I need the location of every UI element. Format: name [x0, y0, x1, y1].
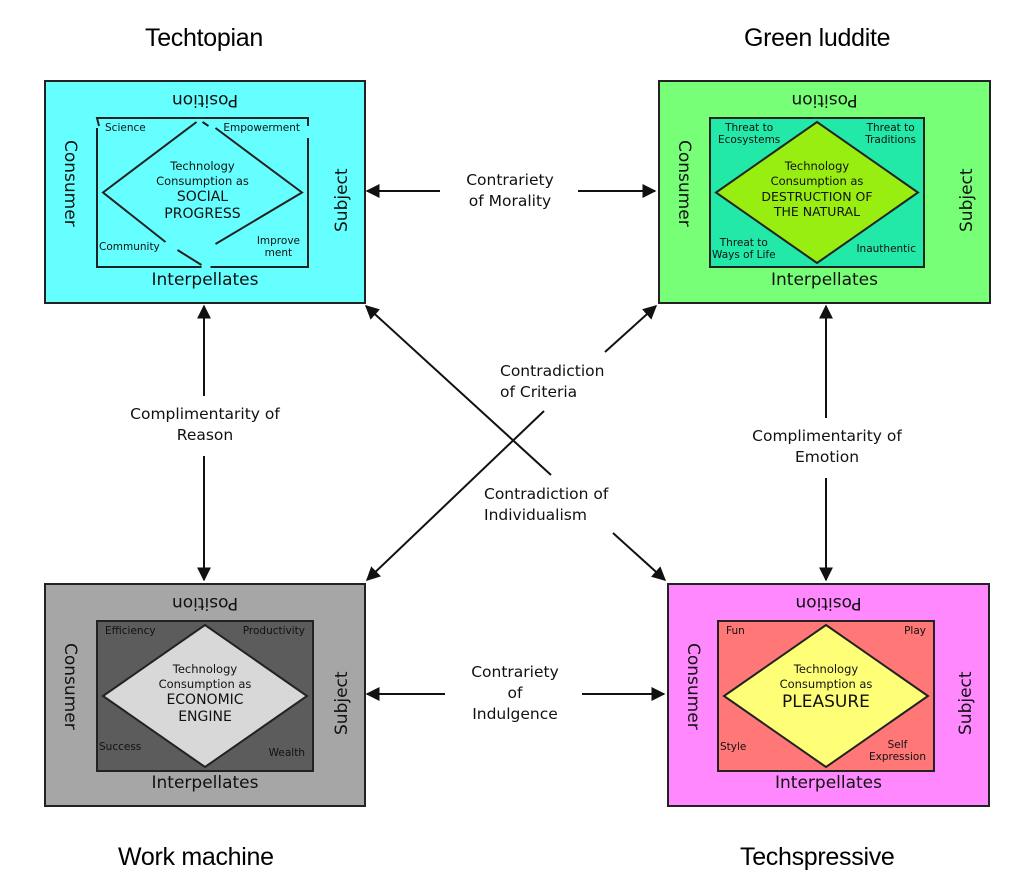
center-line3: PLEASURE [782, 692, 870, 712]
inner-frame [717, 620, 935, 772]
corner-label-br: Wealth [268, 747, 305, 759]
corner-label-tr: Empowerment [223, 122, 300, 134]
corner-label-tl: Fun [726, 625, 745, 637]
label-interpellates: Interpellates [771, 270, 878, 290]
corner-label-tl: Threat to Ecosystems [718, 122, 781, 146]
center-line4: THE NATURAL [773, 203, 861, 219]
title-work-machine: Work machine [118, 843, 274, 871]
center-line1: Technology [784, 158, 850, 173]
corner-label-tl: Efficiency [105, 625, 156, 637]
arrow-individualism-down [612, 532, 667, 581]
arrow-individualism-up [364, 305, 552, 476]
inner-rect [95, 117, 309, 268]
center-line2: Consumption as [156, 173, 249, 188]
inner-frame [709, 117, 925, 268]
title-techtopian: Techtopian [145, 24, 263, 52]
relation-text: Complimentarity of Emotion [752, 427, 902, 466]
arrow-criteria-down [365, 410, 545, 581]
label-interpellates: Interpellates [151, 270, 259, 290]
inner-frame [95, 117, 309, 268]
relation-contrariety-morality: Contrariety of Morality [430, 170, 590, 212]
center-line2: Consumption as [770, 173, 864, 188]
relation-text: Complimentarity of Reason [130, 405, 280, 444]
center-line3: ECONOMIC [166, 692, 244, 708]
relation-text: Contrariety of Indulgence [471, 663, 559, 723]
title-techspressive: Techspressive [740, 843, 895, 871]
corner-label-br: Self Expression [869, 739, 926, 763]
relation-contradiction-criteria: Contradiction of Criteria [500, 361, 640, 403]
relation-text: Contrariety of Morality [466, 171, 554, 210]
label-interpellates: Interpellates [151, 773, 259, 793]
center-line2: Consumption as [158, 677, 252, 691]
relation-contrariety-indulgence: Contrariety of Indulgence [430, 662, 600, 725]
corner-label-tr: Threat to Traditions [865, 122, 916, 146]
diamond [722, 623, 930, 769]
corner-label-bl: Style [720, 741, 747, 753]
corner-label-tr: Productivity [242, 625, 305, 637]
center-line3: SOCIAL [176, 188, 229, 205]
center-line1: Technology [172, 662, 238, 676]
arrow-criteria-up [604, 305, 658, 353]
corner-label-bl: Community [99, 241, 160, 253]
corner-label-bl: Success [99, 741, 142, 753]
relation-complimentarity-reason: Complimentarity of Reason [100, 404, 310, 446]
relation-complimentarity-emotion: Complimentarity of Emotion [722, 426, 932, 468]
corner-label-tl: Science [105, 122, 146, 134]
relation-text: Contradiction of Criteria [500, 362, 605, 401]
center-line4: ENGINE [178, 709, 232, 725]
center-line1: Technology [793, 662, 859, 676]
inner-frame [96, 620, 314, 772]
center-line4: PROGRESS [164, 205, 241, 222]
corner-label-br: Inauthentic [856, 243, 916, 255]
corner-label-bl: Threat to Ways of Life [712, 237, 776, 261]
label-interpellates: Interpellates [775, 773, 882, 793]
diamond [101, 121, 304, 266]
diamond [714, 120, 920, 265]
center-line3: DESTRUCTION OF [761, 188, 873, 204]
corner-label-br: Improve ment [256, 235, 300, 259]
relation-text: Contradiction of Individualism [484, 485, 609, 524]
center-line2: Consumption as [779, 677, 873, 691]
title-green-luddite: Green luddite [744, 24, 891, 52]
center-line1: Technology [170, 158, 235, 173]
corner-label-tr: Play [904, 625, 926, 637]
diamond [101, 623, 309, 769]
relation-contradiction-individualism: Contradiction of Individualism [484, 484, 654, 526]
